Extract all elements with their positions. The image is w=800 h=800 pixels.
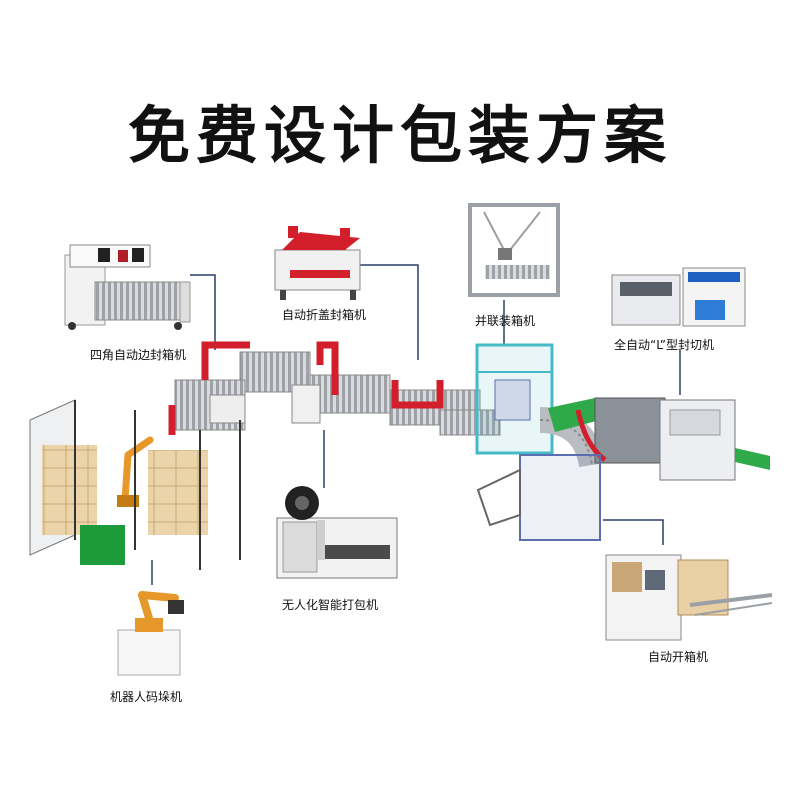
strapping-machine-image (276, 486, 398, 579)
label-flap-folding-sealer: 自动折盖封箱机 (282, 308, 367, 322)
page-title: 免费设计包装方案 (127, 99, 672, 172)
label-case-erector: 自动开箱机 (648, 650, 709, 664)
l-type-sealer-image (611, 267, 746, 327)
callout-lines (151, 264, 681, 585)
robot-palletizer-image (117, 591, 184, 676)
label-parallel-case-packer: 并联装箱机 (475, 314, 536, 328)
callout-line-flap-folding (360, 264, 419, 360)
label-robot-palletizer: 机器人码垛机 (110, 690, 183, 704)
four-corner-sealer-image (64, 244, 191, 330)
callout-line-case-erector (603, 519, 664, 545)
label-strapping-machine: 无人化智能打包机 (282, 598, 379, 612)
flap-folding-sealer-image (274, 226, 361, 300)
callout-line-four-corner (190, 274, 216, 350)
main-conveyor-line (168, 341, 770, 541)
label-four-corner-sealer: 四角自动边封箱机 (90, 348, 187, 362)
case-erector-image (605, 554, 773, 641)
parallel-case-packer-image (468, 203, 560, 297)
label-l-type-sealer: 全自动“L”型封切机 (614, 338, 714, 352)
palletizing-cell (29, 399, 241, 570)
